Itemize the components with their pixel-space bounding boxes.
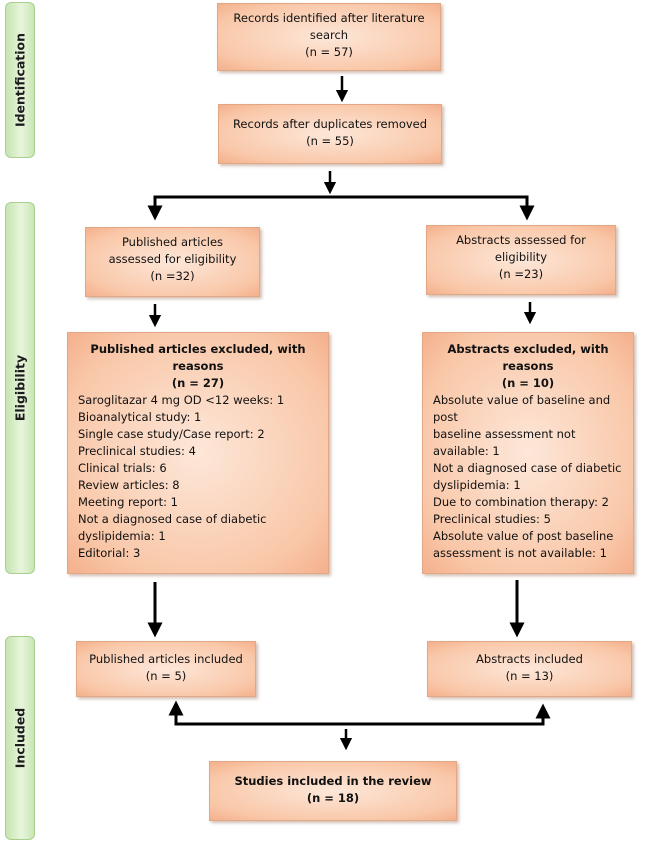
abstracts-excluded-count: (n = 10) [501,376,555,390]
published-excluded-reason: Single case study/Case report: 2 [78,427,265,441]
published-included-box: Published articles included (n = 5) [76,641,256,697]
phase-eligibility: Eligibility [5,202,35,574]
published-excluded-reason: Saroglitazar 4 mg OD <12 weeks: 1 [78,393,285,407]
published-excluded-reason: Review articles: 8 [78,478,180,492]
published-assessed-box: Published articles assessed for eligibil… [85,227,260,297]
published-excluded-reason: Clinical trials: 6 [78,461,167,475]
published-excluded-reason: Editorial: 3 [78,546,141,560]
duplicates-removed-box: Records after duplicates removed (n = 55… [218,104,442,164]
studies-included-box: Studies included in the review (n = 18) [209,761,457,821]
published-assessed-text-2: assessed for eligibility [108,252,237,266]
studies-included-text: Studies included in the review [234,774,432,788]
published-excluded-reason: Meeting report: 1 [78,495,178,509]
abstracts-excluded-reason: Not a diagnosed case of diabetic [433,461,622,475]
published-assessed-count: (n =32) [150,269,195,283]
abstracts-included-count: (n = 13) [505,669,554,683]
records-identified-text: Records identified after literature [233,11,425,25]
duplicates-removed-count: (n = 55) [306,134,354,148]
abstracts-excluded-box: Abstracts excluded, with reasons (n = 10… [422,332,634,574]
records-identified-count: (n = 57) [305,45,353,59]
records-identified-box: Records identified after literature sear… [217,3,441,71]
abstracts-excluded-reason: Due to combination therapy: 2 [433,495,609,509]
published-excluded-reason: dyslipidemia: 1 [78,529,166,543]
split-connector [153,195,535,221]
abstracts-excluded-reason: baseline assessment not available: 1 [433,427,576,458]
published-included-count: (n = 5) [145,669,187,683]
published-excluded-reason: Not a diagnosed case of diabetic [78,512,267,526]
studies-included-count: (n = 18) [306,791,360,805]
abstracts-excluded-reason: dyslipidemia: 1 [433,478,521,492]
records-identified-text-2: search [309,28,349,42]
published-excluded-title: Published articles excluded, with [90,342,306,356]
published-assessed-text: Published articles [121,235,224,249]
published-excluded-count: (n = 27) [171,376,225,390]
phase-included: Included [5,636,35,840]
abstracts-assessed-count: (n =23) [498,267,544,281]
published-excluded-box: Published articles excluded, with reason… [67,332,329,574]
published-excluded-reason: Bioanalytical study: 1 [78,410,202,424]
abstracts-included-box: Abstracts included (n = 13) [427,641,632,697]
abstracts-assessed-text-2: eligibility [494,250,548,264]
abstracts-excluded-reason: Absolute value of post baseline [433,529,614,543]
abstracts-excluded-reason: Preclinical studies: 5 [433,512,551,526]
abstracts-excluded-reason: assessment is not available: 1 [433,546,607,560]
abstracts-excluded-title: Abstracts excluded, with reasons [447,342,609,373]
published-included-text: Published articles included [89,652,243,666]
published-excluded-title-2: reasons [172,359,224,373]
abstracts-assessed-text: Abstracts assessed for [456,233,586,247]
merge-connector [174,703,551,726]
published-excluded-reason: Preclinical studies: 4 [78,444,196,458]
duplicates-removed-text: Records after duplicates removed [232,117,428,131]
abstracts-included-text: Abstracts included [476,652,583,666]
abstracts-assessed-box: Abstracts assessed for eligibility (n =2… [426,225,616,295]
abstracts-excluded-reason: Absolute value of baseline and post [433,393,611,424]
phase-identification: Identification [5,2,35,158]
